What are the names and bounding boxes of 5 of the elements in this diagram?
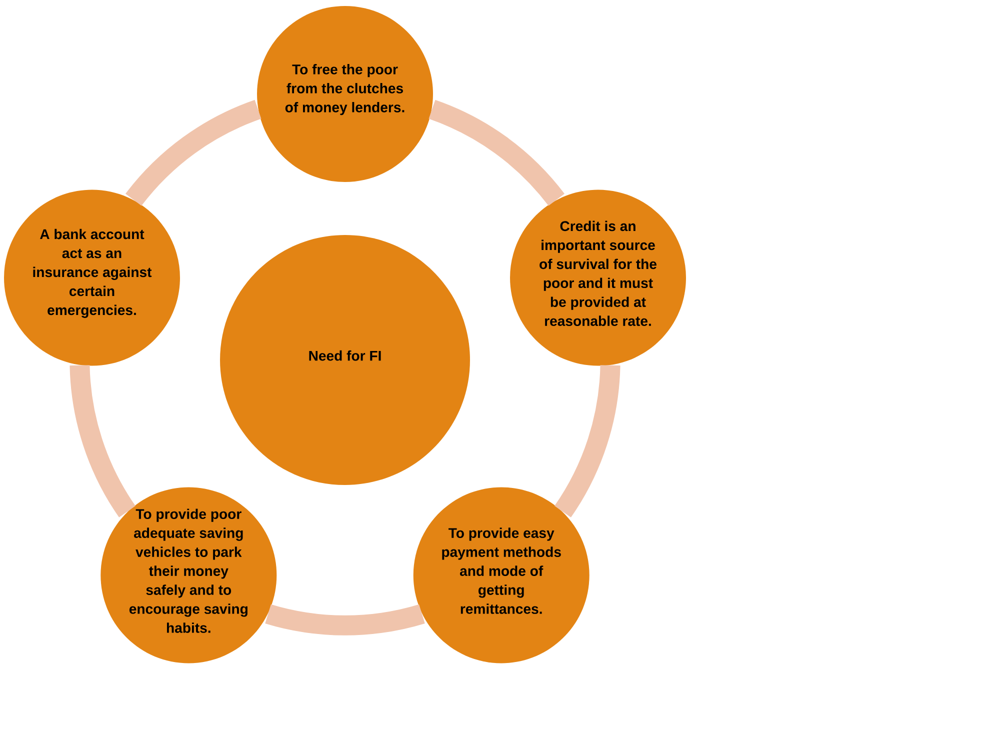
ring-segment — [428, 100, 564, 206]
ring-segment — [126, 100, 262, 206]
ring-segment — [265, 604, 425, 636]
ring-segment — [554, 364, 620, 518]
ring-segment — [70, 364, 136, 518]
